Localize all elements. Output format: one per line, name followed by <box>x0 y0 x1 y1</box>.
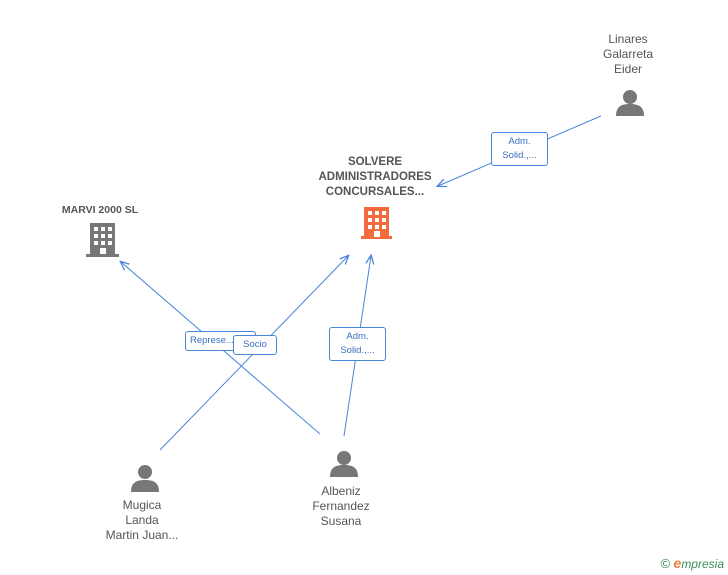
brand-name: mpresia <box>681 557 724 571</box>
edge-label-linares-solvere[interactable]: Adm. Solid.,... <box>491 132 548 166</box>
person-label-mugica[interactable]: Mugica Landa Martin Juan... <box>105 498 179 542</box>
company-label-marvi[interactable]: MARVI 2000 SL <box>61 204 139 216</box>
person-icon[interactable] <box>330 451 358 477</box>
edge-label-mugica-solvere[interactable]: Socio <box>233 335 277 355</box>
person-icon[interactable] <box>616 90 644 116</box>
brand-initial: e <box>673 555 682 571</box>
building-icon[interactable] <box>86 223 119 257</box>
building-icon[interactable] <box>361 207 392 239</box>
copyright-icon: © <box>660 556 671 571</box>
edge-label-albeniz-solvere[interactable]: Adm. Solid.,... <box>329 327 386 361</box>
person-icon[interactable] <box>131 465 159 492</box>
person-label-albeniz[interactable]: Albeniz Fernandez Susana <box>312 484 370 528</box>
brand-footer: © empresia <box>661 555 724 571</box>
person-label-linares[interactable]: Linares Galarreta Eider <box>602 32 654 76</box>
company-label-solvere[interactable]: SOLVERE ADMINISTRADORES CONCURSALES... <box>318 156 432 198</box>
